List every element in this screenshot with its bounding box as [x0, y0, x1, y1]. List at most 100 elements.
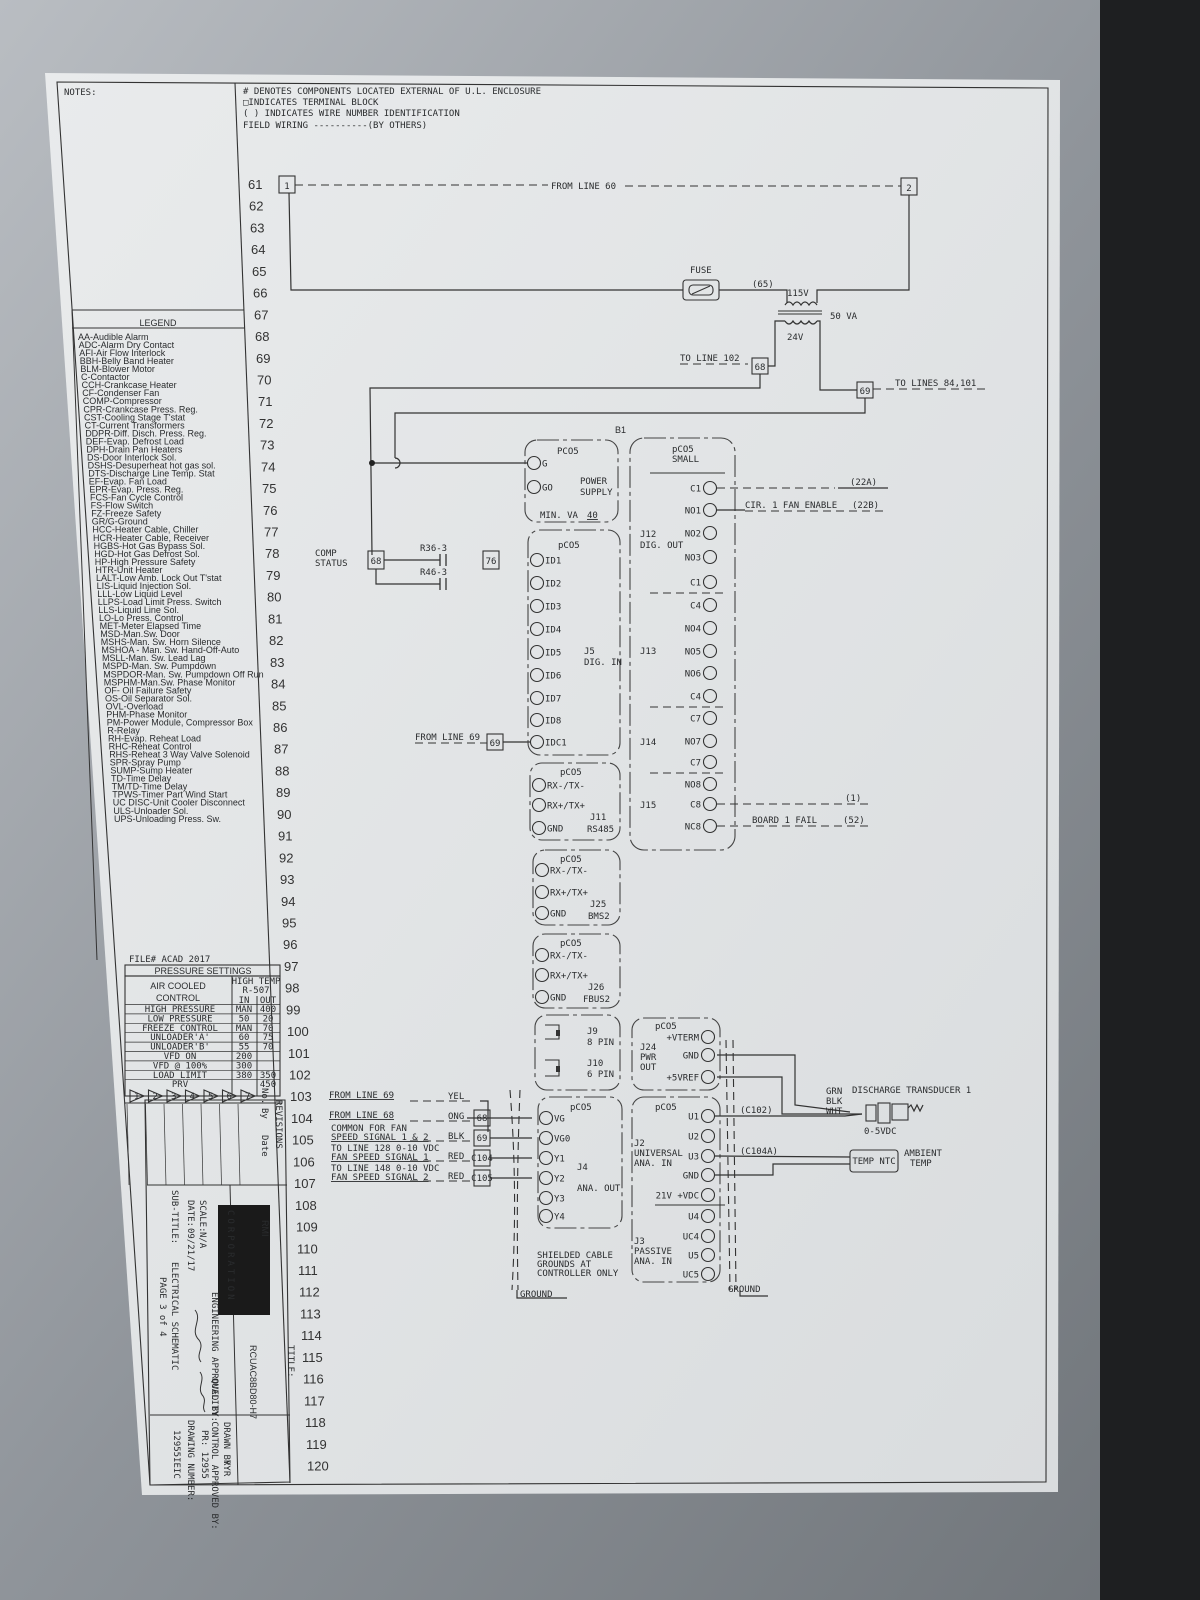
pin-label: U1 — [688, 1113, 699, 1123]
pin-label: RX+/TX+ — [547, 802, 586, 812]
wire-number: (22B) — [852, 501, 879, 511]
line-number: 64 — [251, 242, 265, 257]
scale-value: N/A — [197, 1232, 207, 1249]
pin-label: RX-/TX- — [550, 867, 588, 877]
pin-label: ID4 — [545, 626, 561, 636]
pin-label: C1 — [690, 485, 701, 495]
pin-label: C7 — [690, 715, 701, 725]
line-number: 97 — [284, 959, 298, 974]
revision-column — [237, 1103, 241, 1186]
terminal-pin-icon — [529, 734, 545, 750]
line-number-column: 6162636465666768697071727374757677787980… — [248, 177, 329, 1473]
legend-item: RHS-Reheat 3 Way Valve Solenoid — [109, 750, 250, 760]
module-label: J5 — [584, 647, 595, 657]
pin-label: IDC1 — [545, 739, 567, 749]
legend-item: TM/TD-Time Delay — [112, 782, 188, 792]
pin-label: VG — [554, 1115, 565, 1125]
legend-item: PM-Power Module, Compressor Box — [107, 717, 254, 727]
module-label: ANA. IN — [634, 1257, 672, 1267]
pin-label: U5 — [688, 1252, 699, 1262]
terminal-pin-icon — [702, 818, 718, 834]
revision-col-label: Date — [259, 1135, 269, 1157]
wiring-description: FROM LINE 69 — [329, 1091, 394, 1101]
connector-pin — [556, 1066, 560, 1072]
setting-name: UNLOADER'A' — [150, 1033, 210, 1043]
analog-input-module — [631, 1096, 721, 1283]
terminal-pin-icon — [529, 690, 545, 706]
relay-r46-label: R46-3 — [420, 568, 447, 578]
pin-label: Y4 — [554, 1213, 565, 1223]
line-number: 107 — [294, 1176, 316, 1191]
legend-item: MSHOA - Man. Sw. Hand-Off-Auto — [101, 645, 239, 655]
terminal-pin-icon — [531, 797, 547, 813]
legend-item: EF-Evap. Fan Load — [89, 477, 167, 487]
line-number: 72 — [259, 416, 273, 431]
line-number: 92 — [279, 850, 293, 865]
revision-column — [145, 1103, 148, 1186]
line-number: 118 — [305, 1415, 326, 1430]
rme-logo — [218, 1205, 270, 1315]
legend-item: MET-Meter Elapsed Time — [100, 621, 202, 631]
terminal-pin-icon — [534, 967, 550, 983]
module-label: J2 — [634, 1139, 645, 1149]
ground-label: GROUND — [520, 1290, 553, 1300]
group-label: J15 — [640, 801, 656, 811]
group-label: DIG. OUT — [640, 541, 684, 551]
legend-item: CPR-Crankcase Press. Reg. — [83, 404, 198, 414]
wire-grn — [717, 1054, 851, 1113]
terminal-label: 69 — [477, 1134, 488, 1144]
sensor-text: TEMP NTC — [852, 1157, 895, 1167]
paper-sheet — [45, 73, 1060, 1495]
module-label: POWER — [580, 477, 608, 487]
line-number: 69 — [256, 351, 270, 366]
pin-label: U4 — [688, 1213, 699, 1223]
legend-item: C-Contactor — [81, 372, 130, 382]
line-number: 102 — [289, 1068, 311, 1083]
comp-status-label: COMP — [315, 549, 337, 559]
ground-label: GROUND — [728, 1285, 761, 1295]
min-va-label: MIN. VA — [540, 511, 579, 521]
wire-number: (C102) — [740, 1106, 773, 1116]
title-label: TITLE: — [285, 1345, 295, 1378]
setting-in: 300 — [236, 1061, 252, 1071]
terminal-2-label: 2 — [906, 184, 911, 194]
line-number: 99 — [286, 1002, 300, 1017]
legend-item: OF- Oil Failure Safety — [104, 685, 192, 695]
revision-triangle-icon — [203, 1089, 220, 1103]
terminal-pin-icon — [531, 820, 547, 836]
terminal-pin-icon — [538, 1190, 554, 1206]
pin-label: GND — [550, 994, 566, 1004]
module-title: pCO5 — [560, 939, 582, 949]
legend-item: OS-Oil Separator Sol. — [105, 693, 192, 703]
line-number: 93 — [280, 872, 294, 887]
line-number: 109 — [296, 1220, 318, 1235]
pin-label: C1 — [690, 579, 701, 589]
line-number: 114 — [301, 1328, 322, 1343]
legend-item: LO-Lo Press. Control — [99, 613, 184, 623]
drawing-number-label: DRAWING NUMBER: — [185, 1420, 195, 1501]
line-number: 96 — [283, 937, 297, 952]
line-number: 120 — [307, 1458, 329, 1473]
power-supply-module — [524, 439, 619, 523]
line-number: 88 — [275, 763, 289, 778]
pin-label: GND — [683, 1172, 699, 1182]
terminal-pin-icon — [700, 1148, 716, 1164]
terminal-pin-icon — [529, 621, 545, 637]
terminal-pin-icon — [702, 665, 718, 681]
revision-triangle-icon — [221, 1089, 238, 1103]
line-number: 111 — [298, 1263, 318, 1278]
column-header: IN — [239, 996, 250, 1006]
pin-label: NO7 — [685, 738, 701, 748]
legend-item: LIS-Liquid Injection Sol. — [97, 581, 192, 591]
revision-triangle-icon — [166, 1089, 183, 1103]
primary-voltage-label: 115V — [787, 289, 809, 299]
pin-label: ID1 — [545, 557, 561, 567]
setting-name: LOAD LIMIT — [153, 1071, 208, 1081]
wire-number: (22A) — [850, 478, 877, 488]
notes-lines: # DENOTES COMPONENTS LOCATED EXTERNAL OF… — [243, 87, 541, 131]
wire-wht — [715, 1113, 863, 1117]
line-number: 86 — [273, 720, 287, 735]
wire — [768, 320, 785, 367]
setting-in: 380 — [236, 1071, 252, 1081]
legend-item: MSD-Man.Sw. Door — [100, 629, 180, 639]
